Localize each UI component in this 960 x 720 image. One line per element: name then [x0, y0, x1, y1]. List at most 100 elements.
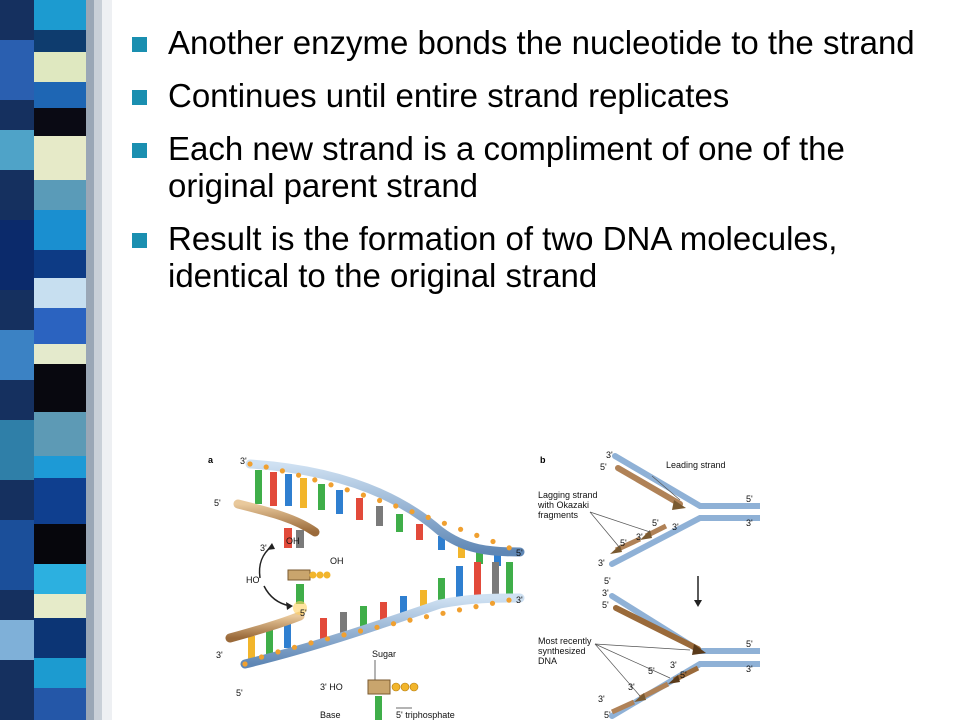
phosphate-dot [506, 597, 512, 603]
bullet-square-icon [132, 233, 147, 248]
panel-a: a [208, 455, 525, 720]
phosphate-dot [423, 614, 430, 620]
label-a-lower-5: 5' [300, 608, 307, 618]
binding-arrowhead [286, 602, 293, 610]
phosphate-dot [506, 545, 512, 551]
panel-b-letter: b [540, 455, 546, 465]
phosphate-dot [441, 520, 447, 526]
panel-b-labels: Leading strand Lagging strand with Okaza… [537, 450, 753, 720]
label-b-frag-5: 5' [652, 518, 659, 528]
label-b-right-5-top: 5' [746, 494, 753, 504]
panel-b: b [537, 450, 760, 720]
label-b-left-3: 3' [598, 558, 605, 568]
incorporation-arrowhead [267, 543, 275, 550]
label-a-oh2: OH [330, 556, 344, 566]
base-pair-rung [300, 478, 307, 508]
label-b-low-3a: 3' [670, 660, 677, 670]
strip-main-column [34, 0, 86, 720]
label-b-right-3-bot: 3' [746, 664, 753, 674]
base-pair-rung [376, 506, 383, 526]
phosphate-dot [275, 649, 281, 655]
bullet-item: Each new strand is a compliment of one o… [130, 130, 940, 204]
base-pair-rung [458, 546, 465, 558]
top-parent-backbone [245, 459, 525, 557]
panel-a-labels: 3' 5' 5' 3' OH OH HO 5' 3' 3' 5' Sugar 3… [214, 456, 523, 720]
phosphate-dot [456, 607, 463, 613]
phosphate-dot [489, 600, 496, 606]
base-pair-rung [420, 590, 427, 608]
label-a-oh1: OH [286, 536, 300, 546]
phosphate-dot [341, 632, 347, 638]
base-pair-rung [494, 552, 501, 566]
label-b-left-5: 5' [604, 576, 611, 586]
label-a-sugar: Sugar [372, 649, 396, 659]
base-pair-rung [356, 498, 363, 520]
bottom-base-pairs [248, 562, 513, 660]
bullet-text: Result is the formation of two DNA molec… [168, 220, 838, 294]
bottom-new-backbone [225, 611, 305, 643]
label-a-3-ho: 3' HO [320, 682, 343, 692]
label-a-mid-3: 3' [260, 543, 267, 553]
label-leading-strand: Leading strand [666, 460, 726, 470]
incoming-nucleotide [284, 528, 331, 615]
binding-arrow [263, 585, 291, 607]
bullet-item: Another enzyme bonds the nucleotide to t… [130, 24, 940, 61]
label-b-low-5a: 5' [648, 666, 655, 676]
label-recent-l3: DNA [538, 656, 557, 666]
label-b-bottom-5: 5' [604, 710, 611, 720]
base-pair-rung [255, 470, 262, 504]
phosphate-dot [279, 468, 285, 474]
phosphate-dot [344, 487, 350, 493]
phosphate-dot [357, 628, 364, 634]
top-base-pairs [255, 470, 501, 566]
label-lagging-l1: Lagging strand [538, 490, 598, 500]
base-pair-rung [285, 474, 292, 506]
base-pair-rung [320, 618, 327, 644]
base-pair-rung [396, 514, 403, 532]
bullet-square-icon [132, 143, 147, 158]
label-a-ho: HO [246, 575, 260, 585]
label-b-lower-top-5: 5' [602, 600, 609, 610]
label-b-bottom-3: 3' [598, 694, 605, 704]
phosphate-dot [312, 477, 318, 483]
upper-fork [589, 453, 760, 567]
phosphate-dot [308, 640, 314, 646]
bullet-list: Another enzyme bonds the nucleotide to t… [130, 24, 940, 310]
label-b-lower-top-3: 3' [602, 588, 609, 598]
label-recent-l2: synthesized [538, 646, 586, 656]
phosphate-dot [440, 610, 446, 616]
base-pair-rung [456, 566, 463, 598]
label-a-triphosphate: 5' triphosphate [396, 710, 455, 720]
base-pair-rung [416, 524, 423, 540]
phosphate-dot [458, 526, 464, 532]
label-b-low-5b: 5' [680, 670, 687, 680]
label-a-bottom-left-3: 3' [216, 650, 223, 660]
label-lagging-l2: with Okazaki [537, 500, 589, 510]
phosphate-dot [409, 509, 415, 515]
base-pair-rung [474, 562, 481, 596]
phosphate-dot [474, 532, 480, 538]
base-pair-rung [506, 562, 513, 596]
phosphate-dot [374, 624, 380, 630]
bottom-parent-backbone [240, 593, 525, 669]
base-pair-rung [266, 630, 273, 656]
phosphate-dot [263, 464, 269, 470]
label-b-low-3b: 3' [628, 682, 635, 692]
phosphate-dot [393, 503, 399, 509]
phosphate-dot [377, 497, 383, 504]
phosphate-dot [324, 636, 331, 642]
phosphate-dot [360, 492, 366, 498]
phosphate-dot [490, 538, 496, 545]
base-pair-rung [492, 562, 499, 596]
base-pair-rung [438, 578, 445, 602]
label-b-right-3-top: 3' [746, 518, 753, 528]
strip-left-column [0, 0, 34, 720]
label-a-top-left-3: 3' [240, 456, 247, 466]
phosphate-dot [296, 472, 302, 478]
top-new-backbone [233, 499, 320, 537]
base-pair-rung [380, 602, 387, 622]
label-lagging-l3: fragments [538, 510, 579, 520]
label-b-right-5-bot: 5' [746, 639, 753, 649]
phosphate-dot [425, 514, 431, 520]
bullet-item: Result is the formation of two DNA molec… [130, 220, 940, 294]
